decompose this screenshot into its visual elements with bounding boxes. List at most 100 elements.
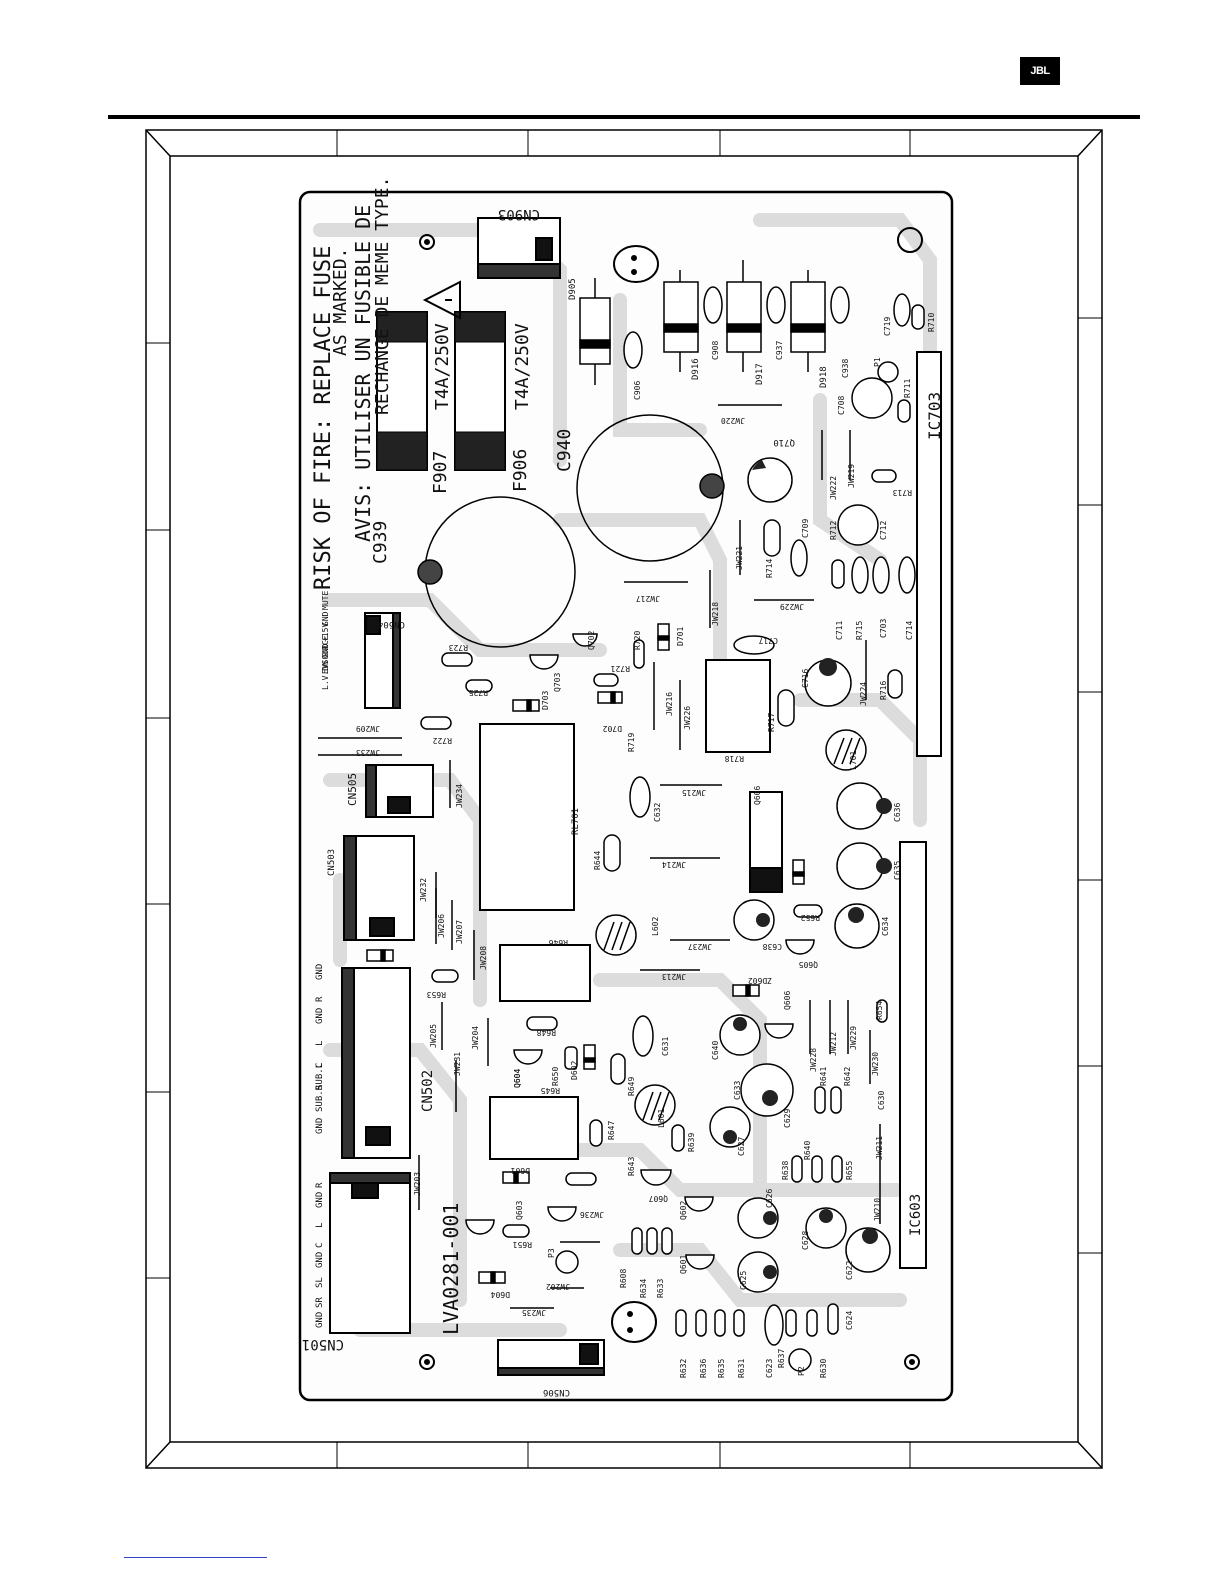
- component-label-c622: C622: [845, 1261, 854, 1280]
- cn504-pin-1: GND: [321, 611, 330, 626]
- component-label-jw202: JW202: [546, 1282, 570, 1291]
- component-label-r721: R721: [611, 664, 630, 673]
- component-label-jw224: JW224: [859, 682, 868, 706]
- component-label-q606b: Q606: [783, 991, 792, 1010]
- header-rule: [108, 115, 1140, 119]
- cn502-pin-0: GND: [315, 964, 325, 980]
- component-label-c630: C630: [877, 1091, 886, 1110]
- component-label-q602: Q602: [679, 1201, 688, 1220]
- component-label-jw211: JW211: [875, 1136, 884, 1160]
- component-blocks: [479, 659, 783, 1160]
- component-label-jw207: JW207: [455, 920, 464, 944]
- component-label-jw208: JW208: [479, 946, 488, 970]
- component-label-jw203: JW203: [413, 1172, 422, 1196]
- cn501-pin-6: SR: [315, 1297, 325, 1308]
- component-label-c712: C712: [879, 521, 888, 540]
- component-label-l701: L701: [849, 751, 858, 770]
- component-label-c937: C937: [775, 341, 784, 360]
- component-label-r633: R633: [656, 1279, 665, 1298]
- component-label-r641: R641: [819, 1067, 828, 1086]
- connector-cn503: [343, 835, 415, 941]
- connector-cn504: [364, 612, 401, 709]
- component-label-p3: P3: [547, 1248, 556, 1258]
- cn502-pin-1: R: [315, 996, 325, 1002]
- component-label-r715: R715: [855, 621, 864, 640]
- component-label-r712: R712: [829, 521, 838, 540]
- component-label-q604b: Q604: [513, 1069, 522, 1088]
- component-label-c940: C940: [554, 429, 575, 472]
- component-label-q601: Q601: [679, 1255, 688, 1274]
- component-label-l602: L602: [651, 917, 660, 936]
- connector-cn903: [477, 217, 561, 279]
- component-label-cn502: CN502: [420, 1070, 436, 1112]
- cn501-pin-5: SL: [315, 1277, 325, 1288]
- component-label-d604: D604: [491, 1290, 510, 1299]
- fuse-rating-1: T4A/250V: [432, 323, 453, 410]
- component-label-r652: R652: [801, 913, 820, 922]
- component-label-jw206: JW206: [437, 914, 446, 938]
- component-label-jw204: JW204: [471, 1026, 480, 1050]
- diodes-rectifier: [579, 260, 826, 385]
- component-label-r642: R642: [843, 1067, 852, 1086]
- component-label-cn501: CN501: [302, 1336, 344, 1352]
- component-label-jw233: JW233: [356, 748, 380, 757]
- cn504-pin-2: +15V: [321, 623, 330, 642]
- component-label-c623: C623: [765, 1359, 774, 1378]
- component-label-c636: C636: [893, 803, 902, 822]
- component-label-r630: R630: [819, 1359, 828, 1378]
- footer-link-underline[interactable]: [124, 1557, 267, 1558]
- component-label-ic703: IC703: [925, 392, 944, 440]
- cn501-pin-0: R: [315, 1182, 325, 1188]
- cn501-pin-7: GND: [315, 1312, 325, 1328]
- component-label-r646: R646: [549, 938, 568, 947]
- cn501-pin-3: C: [315, 1243, 325, 1248]
- cn501-pin-4: GND: [315, 1252, 325, 1268]
- component-label-c717: C717: [759, 636, 778, 645]
- component-label-zd602: ZD602: [748, 976, 772, 985]
- component-label-d701: D701: [676, 627, 685, 646]
- component-label-r713: R713: [893, 488, 912, 497]
- component-label-jw228: JW228: [809, 1048, 818, 1072]
- cn502-pin-7: GND: [315, 1118, 325, 1134]
- component-label-jw230: JW230: [871, 1052, 880, 1076]
- component-label-r647: R647: [607, 1121, 616, 1140]
- component-label-q605: Q605: [799, 960, 818, 969]
- connector-cn505: [365, 764, 434, 818]
- component-label-c711: C711: [835, 621, 844, 640]
- component-label-d601: D601: [511, 1166, 530, 1175]
- component-label-d917: D917: [755, 363, 765, 385]
- cn504-pin-5: L.V.DN: [321, 661, 330, 690]
- avis-line1: AVIS: UTILISER UN FUSIBLE DE: [351, 205, 375, 542]
- component-label-r711: R711: [903, 379, 912, 398]
- component-label-c628: C628: [801, 1231, 810, 1250]
- capacitor-c939: [417, 496, 576, 648]
- component-label-jw215: JW215: [682, 788, 706, 797]
- component-label-jw212: JW212: [829, 1032, 838, 1056]
- component-label-p2: P2: [797, 1366, 806, 1376]
- component-label-r722: R722: [433, 736, 452, 745]
- component-label-ic603: IC603: [908, 1194, 924, 1236]
- component-label-jw229: JW229: [780, 602, 804, 611]
- component-label-jw235: JW235: [522, 1308, 546, 1317]
- cn502-pin-4: C: [315, 1063, 325, 1068]
- component-label-c634: C634: [881, 917, 890, 936]
- component-label-q702: Q702: [587, 631, 596, 650]
- brand-logo: JBL: [1020, 57, 1060, 85]
- warning-line1: RISK OF FIRE: REPLACE FUSE: [311, 246, 336, 590]
- component-label-c716: C716: [801, 669, 810, 688]
- component-label-r632: R632: [679, 1359, 688, 1378]
- fuse-f906: [454, 311, 506, 471]
- component-label-jw205: JW205: [429, 1024, 438, 1048]
- component-label-jw217: JW217: [636, 594, 660, 603]
- component-label-c906: C906: [633, 381, 642, 400]
- coils: [595, 729, 867, 1126]
- component-label-r648: R648: [537, 1028, 556, 1037]
- resistors: [420, 304, 925, 1337]
- component-label-c627: C627: [737, 1137, 746, 1156]
- cn502-pin-2: GND: [315, 1008, 325, 1024]
- component-label-r637: R637: [777, 1349, 786, 1368]
- cn504-pin-0: MUTE: [321, 591, 330, 610]
